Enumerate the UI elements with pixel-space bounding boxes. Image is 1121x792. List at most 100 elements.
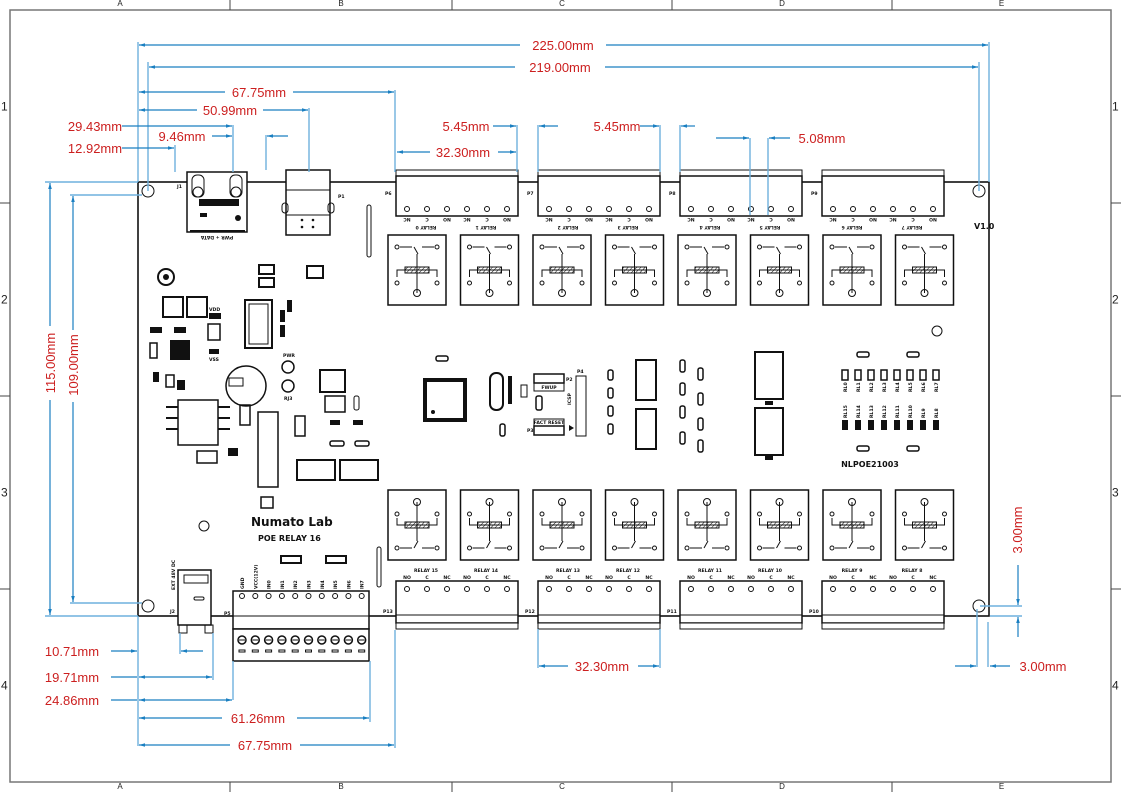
relay-label: RELAY 13 [556, 568, 580, 574]
relay-label: RELAY 15 [414, 568, 438, 574]
contact-label: NO [889, 575, 897, 581]
contact-label: C [911, 575, 915, 581]
led-bottom [842, 420, 848, 430]
contact-label: NC [605, 216, 613, 222]
dimension-annotations: 225.00mm219.00mm67.75mm50.99mm29.43mm9.4… [43, 38, 1066, 753]
connector-label: P12 [525, 609, 535, 615]
contact-label: NO [443, 216, 451, 222]
pwr-label: PWR [283, 353, 295, 359]
contact-label: C [709, 575, 713, 581]
p5-pin-label: IN0 [267, 580, 273, 589]
contact-label: C [769, 216, 773, 222]
contact-label: NC [829, 216, 837, 222]
relay [387, 234, 447, 306]
dimension-label: 32.30mm [575, 659, 629, 674]
grid-row-label: 3 [1112, 486, 1119, 500]
grid-row-label: 2 [1112, 293, 1119, 307]
contact-label: C [911, 216, 915, 222]
relay [749, 489, 810, 561]
relay-row-bottom [387, 489, 955, 561]
contact-label: NC [443, 575, 451, 581]
grid-column-label: B [338, 0, 343, 8]
p5-pin-label: IN6 [346, 580, 352, 589]
contact-label: C [627, 575, 631, 581]
contact-label: NC [889, 216, 897, 222]
dimension-label: 5.45mm [594, 119, 641, 134]
led-top [880, 369, 888, 381]
dimension-label: 9.46mm [159, 129, 206, 144]
relay-label: RELAY 9 [842, 568, 863, 574]
p5-label: P5 [224, 611, 231, 617]
relay-label: RELAY 12 [616, 568, 640, 574]
led-label: RL8 [934, 408, 940, 418]
led-top [893, 369, 901, 381]
p3-label: P3 [527, 428, 534, 434]
grid-column-label: E [999, 0, 1004, 8]
led-label: RL9 [921, 408, 927, 418]
led-top [906, 369, 914, 381]
dimension-label: 225.00mm [532, 38, 593, 53]
relay-label: RELAY 7 [902, 224, 923, 230]
contact-label: NC [929, 575, 937, 581]
led-label: RL11 [895, 405, 901, 418]
led-label: RL3 [882, 382, 888, 392]
relay-label: RELAY 1 [476, 224, 497, 230]
grid-column-label: B [338, 782, 343, 791]
p4-label: P4 [577, 369, 584, 375]
mount-hole-bottom-left [141, 599, 155, 613]
relay [749, 234, 810, 306]
led-label: RL5 [908, 382, 914, 392]
led-bottom [920, 420, 926, 430]
led-label: RL4 [895, 382, 901, 392]
dimension-label: 5.45mm [443, 119, 490, 134]
dimension-label: 61.26mm [231, 711, 285, 726]
vss-label: VSS [209, 357, 219, 363]
relay [459, 234, 520, 306]
p5-pin-label: IN4 [320, 580, 326, 589]
connector-label: P6 [385, 191, 392, 197]
p5-pin-label: VCC(12V) [253, 565, 259, 589]
dimension-label: 219.00mm [529, 60, 590, 75]
relay-label: RELAY 2 [558, 224, 579, 230]
grid-column-label: C [559, 782, 565, 791]
grid-column-label: E [999, 782, 1004, 791]
led-bottom [881, 420, 887, 430]
led-bottom [933, 420, 939, 430]
connector-label: P8 [669, 191, 676, 197]
dimension-label: 67.75mm [232, 85, 286, 100]
mount-hole-mid-right [931, 325, 943, 337]
led-label: RL15 [843, 405, 849, 418]
led-label: RL2 [869, 382, 875, 392]
dimension-label: 10.71mm [45, 644, 99, 659]
grid-column-label: A [117, 782, 123, 791]
pwr-led [281, 360, 295, 374]
contact-label: C [709, 216, 713, 222]
j1-caption: PWR + DATA [200, 234, 233, 240]
relay-label: RELAY 5 [760, 224, 781, 230]
connector-label: P13 [383, 609, 393, 615]
dimension-label: 29.43mm [68, 119, 122, 134]
connector-label: P10 [809, 609, 819, 615]
dimension-label: 67.75mm [238, 738, 292, 753]
grid-row-label: 3 [1, 486, 8, 500]
relay [894, 234, 955, 306]
contact-label: NC [787, 575, 795, 581]
dimension-label: 3.00mm [1010, 507, 1025, 554]
contact-label: NC [645, 575, 653, 581]
buzzer [225, 365, 267, 407]
contact-label: NC [585, 575, 593, 581]
fact-reset-label: FACT RESET [534, 420, 565, 426]
j2-dc-jack: EXT 48V DC J2 [169, 559, 214, 634]
p1-label: P1 [338, 194, 345, 200]
led-label: RL13 [869, 405, 875, 418]
